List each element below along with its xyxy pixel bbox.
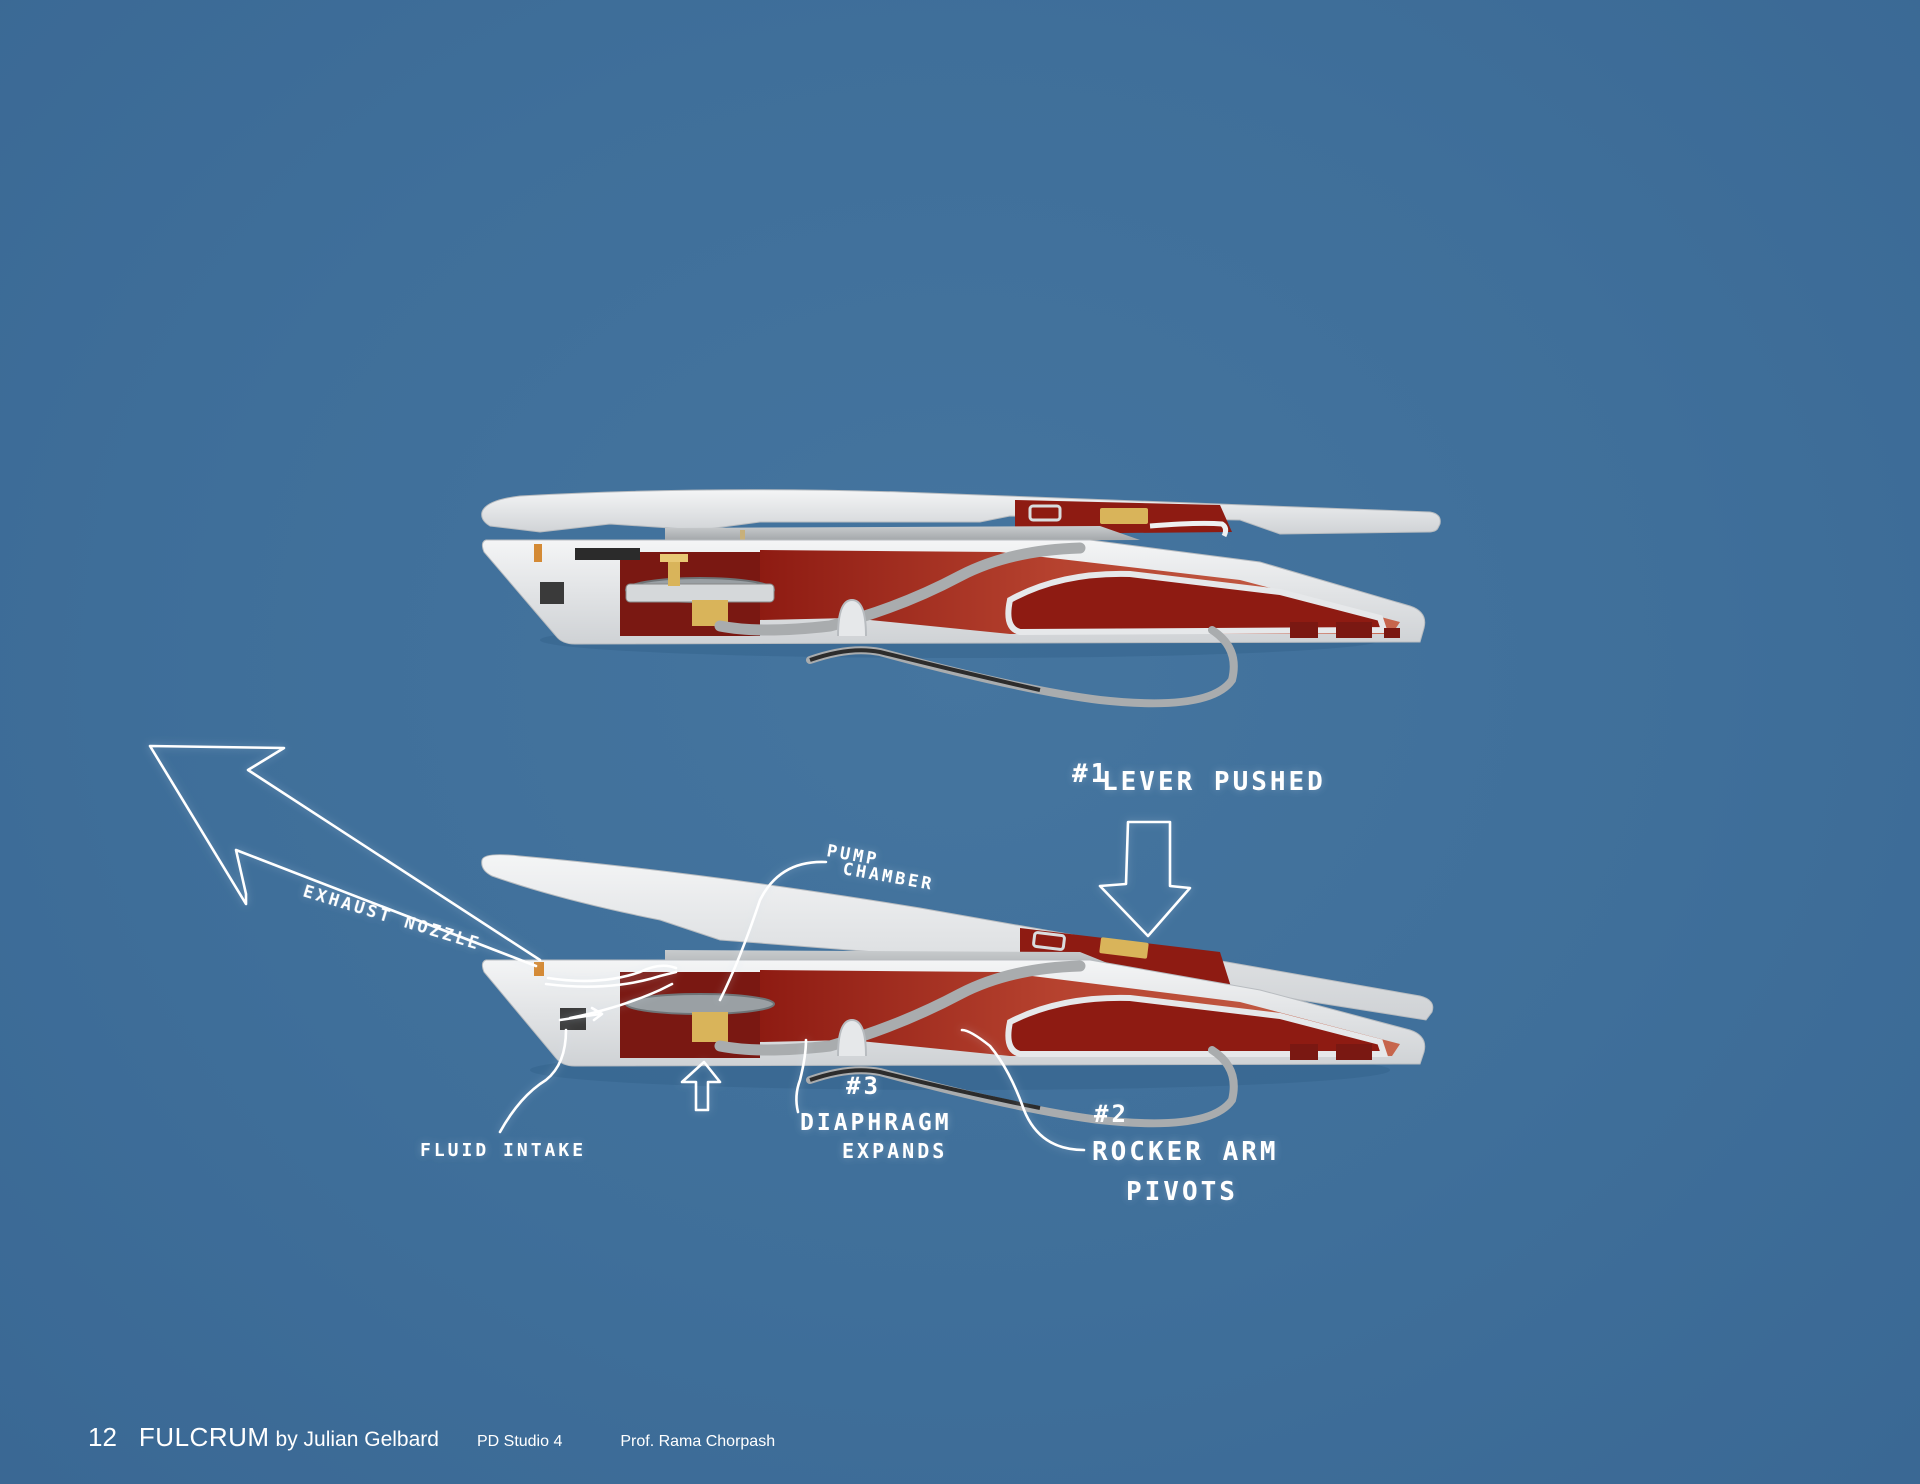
- pivot-boss-2: [838, 1020, 866, 1056]
- device-pressed: [482, 855, 1433, 1124]
- chamber-window: [540, 582, 564, 604]
- label-diaphragm-number: #3: [846, 1072, 881, 1100]
- lever-pushed-arrow-icon: [1100, 822, 1190, 936]
- pocket-2: [1336, 622, 1372, 638]
- label-expands: EXPANDS: [842, 1139, 947, 1163]
- diaphragm-2: [626, 994, 774, 1014]
- page-footer: 12 FULCRUM by Julian Gelbard PD Studio 4 Pro…: [88, 1422, 775, 1453]
- pocket-4: [1290, 1044, 1318, 1060]
- brass-latch: [1100, 508, 1148, 524]
- label-rocker-number: #2: [1094, 1100, 1129, 1128]
- left-cavity: [575, 548, 640, 560]
- brass-valve-2: [692, 1012, 728, 1042]
- label-exhaust-nozzle: EXHAUST NOZZLE: [301, 882, 484, 955]
- pocket-5: [1336, 1044, 1372, 1060]
- label-lever-pushed: LEVER PUSHED: [1102, 767, 1326, 797]
- body-cavity-main-2: [1008, 998, 1384, 1054]
- brass-cap: [660, 554, 688, 562]
- author-credit: by Julian Gelbard: [276, 1428, 439, 1451]
- professor-name: Prof. Rama Chorpash: [620, 1433, 775, 1450]
- label-fluid-intake: FLUID INTAKE: [420, 1140, 586, 1161]
- pocket-3: [1384, 628, 1400, 638]
- label-chamber: CHAMBER: [841, 859, 936, 895]
- diaphragm-ring: [626, 584, 774, 602]
- nozzle-brass-2: [534, 962, 544, 976]
- label-rocker-arm: ROCKER ARM: [1092, 1137, 1279, 1167]
- pivot-boss: [838, 600, 866, 636]
- exhaust-arrow-icon: [150, 746, 540, 966]
- label-diaphragm: DIAPHRAGM: [800, 1110, 952, 1136]
- label-pivots: PIVOTS: [1126, 1177, 1238, 1207]
- project-title: FULCRUM: [139, 1422, 270, 1452]
- nozzle-brass: [534, 544, 542, 562]
- pocket-1: [1290, 622, 1318, 638]
- course-name: PD Studio 4: [477, 1433, 562, 1450]
- device-resting: [482, 490, 1441, 704]
- page-number: 12: [88, 1422, 117, 1452]
